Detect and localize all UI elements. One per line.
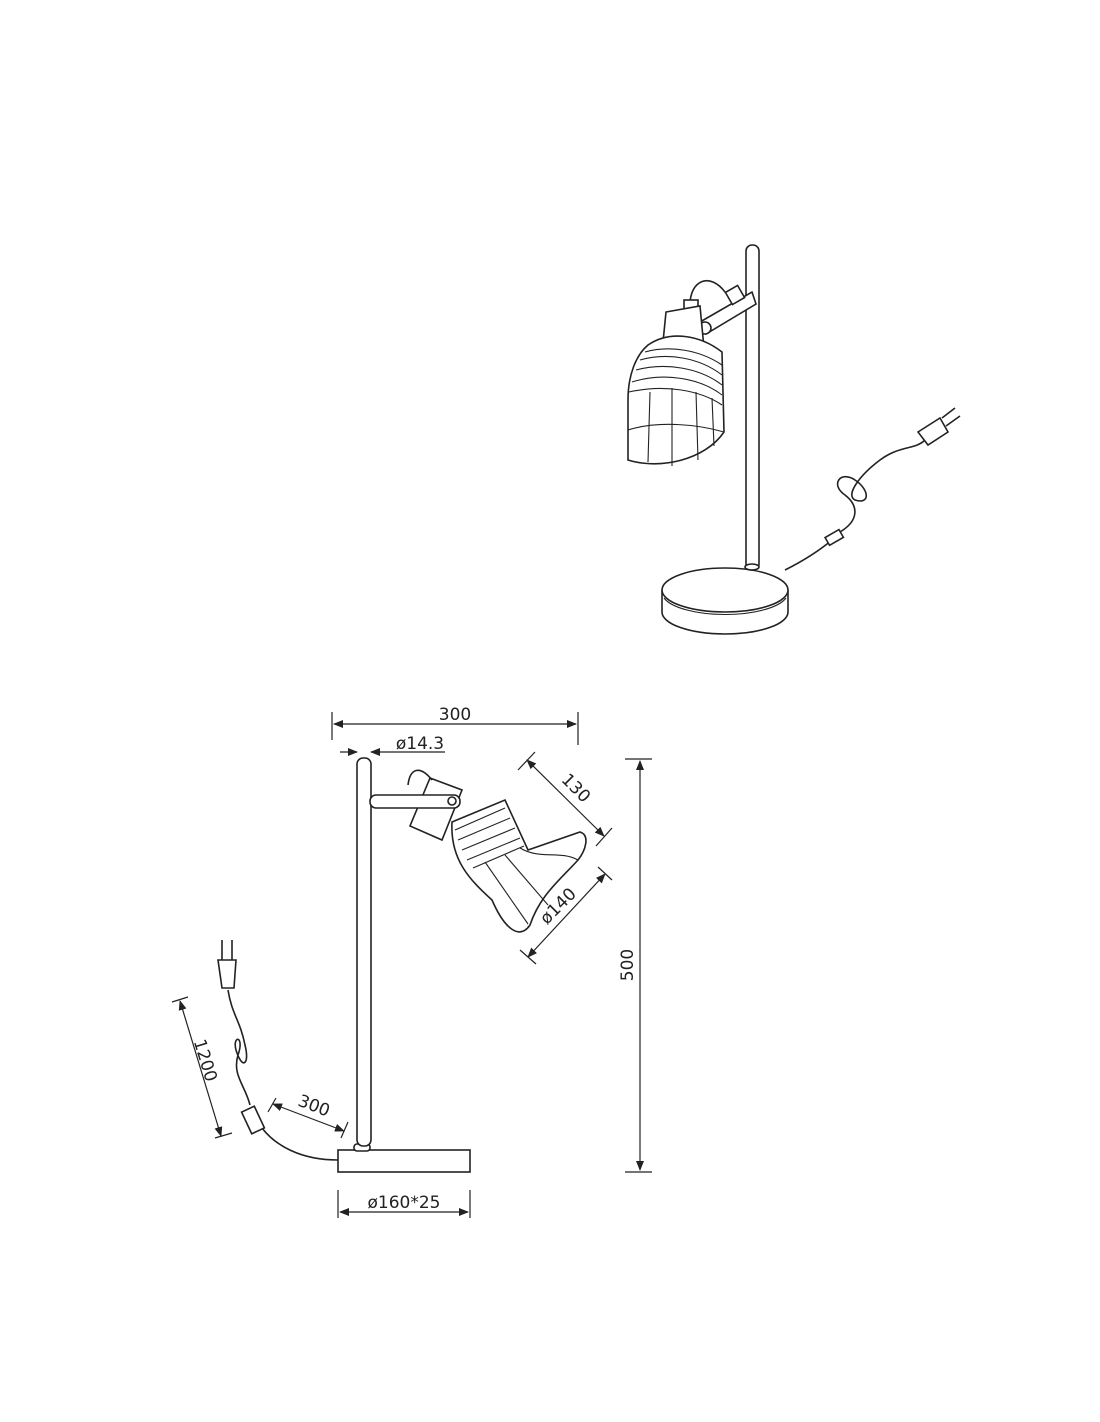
lamp-arm-3d xyxy=(698,284,757,336)
dimension-base: ø160*25 xyxy=(337,1190,471,1218)
power-cord-side xyxy=(217,940,339,1161)
lamp-pole-3d xyxy=(744,244,760,571)
lamp-shade-side xyxy=(451,798,587,933)
side-view xyxy=(217,757,587,1173)
dimension-pole-diameter: ø14.3 xyxy=(340,734,445,756)
lamp-shade-3d xyxy=(627,280,726,466)
dim-label-pole-diameter: ø14.3 xyxy=(396,734,444,754)
lamp-base-3d xyxy=(661,567,789,635)
lamp-arm-side xyxy=(369,769,464,842)
dim-label-300-width: 300 xyxy=(439,705,471,725)
dimension-overall-height: 500 xyxy=(618,758,652,1173)
dim-label-base: ø160*25 xyxy=(368,1193,441,1213)
dimension-switch-distance: 300 xyxy=(267,1091,349,1139)
dim-label-shade-length: 130 xyxy=(557,770,594,807)
perspective-view xyxy=(627,244,961,635)
dimension-overall-width: 300 xyxy=(331,705,579,745)
dimension-cable-length: 1200 xyxy=(171,996,233,1139)
dimension-shade-length: 130 xyxy=(517,751,613,847)
dim-label-switch-distance: 300 xyxy=(295,1091,332,1121)
lamp-base-side xyxy=(337,1143,471,1173)
dim-label-cable-length: 1200 xyxy=(189,1037,221,1084)
power-cord-3d xyxy=(784,407,961,571)
dim-label-height: 500 xyxy=(618,949,638,981)
lamp-pole-side xyxy=(356,757,372,1147)
